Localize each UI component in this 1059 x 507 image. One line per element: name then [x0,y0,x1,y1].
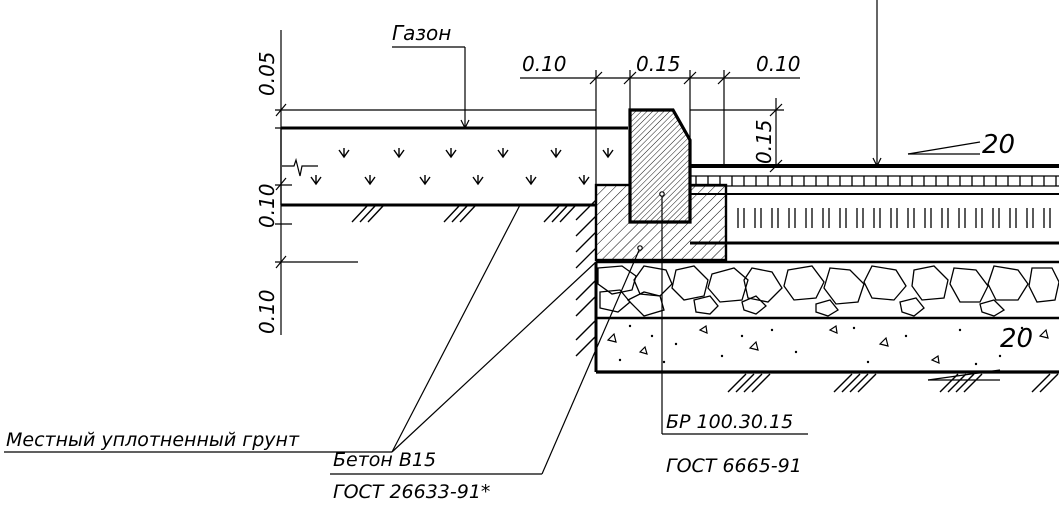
concrete-aggregate [606,324,1049,366]
curb-label-line2: ГОСТ 6665-91 [666,455,802,477]
slope-bottom-label: 20 [1000,324,1033,354]
leader-lines [4,191,808,475]
soil-ticks-lawn [351,205,576,223]
concrete-label-line2: ГОСТ 26633-91* [333,481,490,503]
dim-015-vert-label: 0.15 [752,119,776,164]
dim-015-top-label: 0.15 [636,52,681,76]
dim-010-b-label: 0.10 [255,289,279,334]
dimension-lines [275,0,1001,381]
curb-stone [628,108,692,224]
concrete-slab-layer [575,262,1059,393]
slope-top-label: 20 [982,130,1015,160]
dim-010-a-label: 0.10 [255,183,279,228]
lawn-label: Газон [392,21,451,45]
soil-ticks-slab [575,279,1059,393]
lawn-layer [280,126,628,223]
dim-010-left-label: 0.10 [522,52,567,76]
paving-tiles [690,164,1059,245]
crushed-stone-layer [596,260,1059,320]
soil-label: Местный уплотненный грунт [6,429,300,451]
dim-005-label: 0.05 [255,51,279,96]
lawn-arrows [310,148,614,186]
dim-010-right-label: 0.10 [756,52,801,76]
concrete-label-line1: Бетон В15 [333,449,436,471]
curb-label-line1: БР 100.30.15 [666,411,793,433]
